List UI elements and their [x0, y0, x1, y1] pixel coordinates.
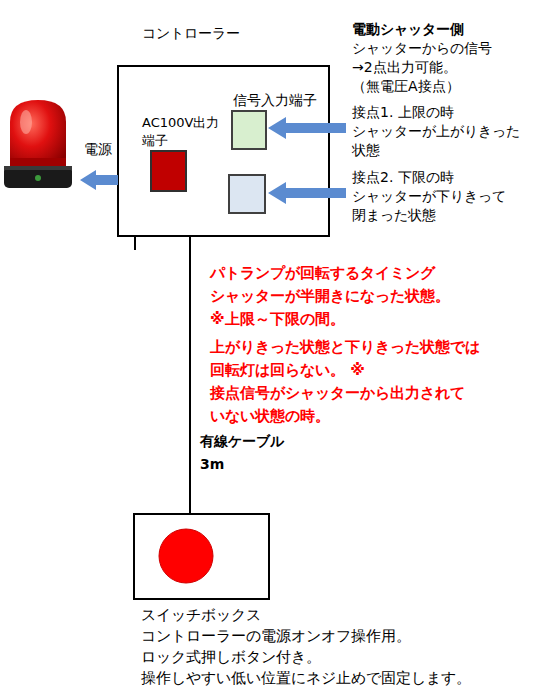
- lamp-highlight: [20, 110, 32, 134]
- signal-arrow: [268, 182, 346, 204]
- switch-box: スイッチボックス コントローラーの電源オンオフ操作用。 ロック式押しボタン付き。…: [133, 513, 270, 600]
- timing-note: パトランプが回転するタイミング シャッターが半開きになった状態。 ※上限～下限の…: [210, 262, 465, 331]
- push-button: [159, 529, 213, 583]
- edge-label: 有線ケーブル 3m: [200, 430, 300, 476]
- node-text: AC100V出力 端子: [142, 114, 222, 150]
- node-text: 信号入力端子: [233, 91, 343, 109]
- contact-note: 接点1. 上限の時 シャッターが上がりきった 状態: [352, 103, 532, 160]
- lamp-dome: [10, 100, 66, 168]
- lamp-ring: [10, 158, 66, 168]
- power-arrow: [80, 170, 118, 190]
- lamp-base: [4, 166, 72, 188]
- lamp-base-edge: [4, 166, 72, 170]
- controller-box: コントローラーAC100V出力 端子信号入力端子: [117, 65, 330, 237]
- cable-line: [189, 237, 191, 513]
- signal-terminal-2: [229, 175, 265, 213]
- node-text: スイッチボックス コントローラーの電源オンオフ操作用。 ロック式押しボタン付き。…: [141, 605, 486, 689]
- signal-note: シャッターからの信号 →2点出力可能。 （無電圧A接点）: [352, 39, 527, 96]
- signal-arrow: [268, 117, 346, 139]
- side-heading: 電動シャッター側: [352, 20, 542, 39]
- signal-input-terminal: 信号入力端子: [231, 110, 267, 150]
- timing-note: 上がりきった状態と下りきった状態では 回転灯は回らない。 ※接点信号がシャッター…: [210, 336, 500, 428]
- cable-stub: [134, 237, 136, 250]
- lamp-logo: [35, 175, 41, 181]
- patrol-lamp: [4, 100, 72, 188]
- power-output-terminal: AC100V出力 端子: [150, 150, 187, 192]
- contact-note: 接点2. 下限の時 シャッターが下りきって 閉まった状態: [352, 168, 532, 225]
- node-text: コントローラー: [142, 24, 282, 42]
- power-label: 電源: [84, 140, 124, 158]
